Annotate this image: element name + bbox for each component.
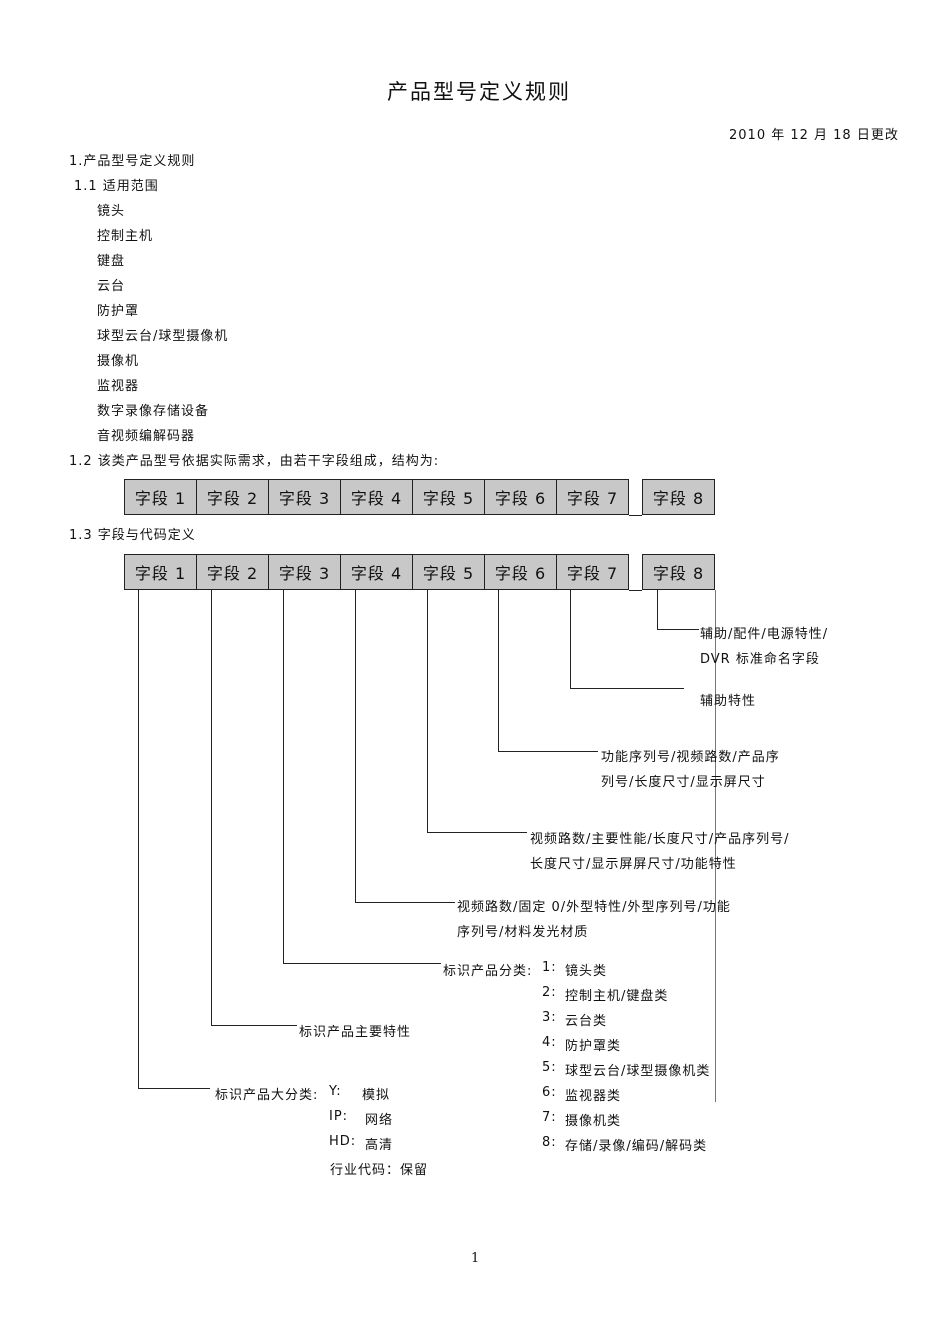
field-box: 字段 4 bbox=[340, 479, 412, 515]
category-code: 5: bbox=[542, 1060, 557, 1075]
field-1-description: 标识产品大分类: bbox=[215, 1088, 319, 1103]
field-2-leader bbox=[211, 590, 212, 1026]
field-box: 字段 7 bbox=[556, 554, 629, 590]
field-7-description: 辅助特性 bbox=[700, 694, 757, 709]
category-name: 防护罩类 bbox=[565, 1039, 622, 1054]
category-code: 8: bbox=[542, 1135, 557, 1150]
field-box: 字段 8 bbox=[642, 554, 715, 590]
field-2-leader bbox=[211, 1025, 297, 1026]
field-structure-row: 字段 1 字段 2 字段 3 字段 4 字段 5 字段 6 字段 7 bbox=[124, 479, 629, 515]
field-structure-row: 字段 1 字段 2 字段 3 字段 4 字段 5 字段 6 字段 7 bbox=[124, 554, 629, 590]
scope-item: 控制主机 bbox=[97, 229, 154, 244]
section-1-2-heading: 1.2 该类产品型号依据实际需求，由若干字段组成，结构为: bbox=[69, 454, 440, 469]
category-name: 镜头类 bbox=[565, 964, 608, 979]
page-number: 1 bbox=[471, 1251, 480, 1266]
field-5-description: 长度尺寸/显示屏屏尺寸/功能特性 bbox=[530, 857, 737, 872]
field-1-leader bbox=[138, 1088, 210, 1089]
field-connector bbox=[629, 515, 642, 516]
field-8-description: 辅助/配件/电源特性/ bbox=[700, 627, 829, 642]
major-class-code: IP: bbox=[329, 1109, 349, 1124]
field-8-leader bbox=[657, 590, 658, 630]
field-box: 字段 1 bbox=[124, 479, 196, 515]
field-7-leader bbox=[570, 688, 684, 689]
scope-item: 键盘 bbox=[97, 254, 126, 269]
field-6-leader bbox=[498, 590, 499, 752]
major-class-name: 网络 bbox=[365, 1113, 394, 1128]
field-box: 字段 1 bbox=[124, 554, 196, 590]
field-8-leader bbox=[657, 629, 699, 630]
scope-item: 音视频编解码器 bbox=[97, 429, 196, 444]
field-5-description: 视频路数/主要性能/长度尺寸/产品序列号/ bbox=[530, 832, 790, 847]
revision-date: 2010 年 12 月 18 日更改 bbox=[729, 128, 899, 143]
page-title: 产品型号定义规则 bbox=[387, 80, 571, 104]
scope-item: 数字录像存储设备 bbox=[97, 404, 210, 419]
field-box: 字段 6 bbox=[484, 554, 556, 590]
category-code: 1: bbox=[542, 960, 557, 975]
category-name: 云台类 bbox=[565, 1014, 608, 1029]
field-5-leader bbox=[427, 590, 428, 833]
field-box: 字段 5 bbox=[412, 554, 484, 590]
field-8-description: DVR 标准命名字段 bbox=[700, 652, 820, 667]
section-1-heading: 1.产品型号定义规则 bbox=[69, 154, 196, 169]
major-class-name: 行业代码：保留 bbox=[330, 1163, 429, 1178]
field-5-leader bbox=[427, 832, 527, 833]
field-4-description: 视频路数/固定 0/外型特性/外型序列号/功能 bbox=[457, 900, 731, 915]
field-box: 字段 7 bbox=[556, 479, 629, 515]
field-box: 字段 5 bbox=[412, 479, 484, 515]
field-3-leader bbox=[283, 963, 441, 964]
field-box: 字段 8 bbox=[642, 479, 715, 515]
category-code: 4: bbox=[542, 1035, 557, 1050]
category-name: 摄像机类 bbox=[565, 1114, 622, 1129]
field-structure-row: 字段 8 bbox=[642, 479, 715, 515]
field-box: 字段 2 bbox=[196, 479, 268, 515]
field-6-leader bbox=[498, 751, 598, 752]
scope-item: 球型云台/球型摄像机 bbox=[97, 329, 229, 344]
section-1-3-heading: 1.3 字段与代码定义 bbox=[69, 528, 196, 543]
field-box: 字段 3 bbox=[268, 479, 340, 515]
major-class-name: 模拟 bbox=[362, 1088, 391, 1103]
field-6-description: 功能序列号/视频路数/产品序 bbox=[601, 750, 780, 765]
scope-item: 云台 bbox=[97, 279, 126, 294]
scope-item: 监视器 bbox=[97, 379, 140, 394]
category-code: 7: bbox=[542, 1110, 557, 1125]
scope-item: 防护罩 bbox=[97, 304, 140, 319]
field-box: 字段 3 bbox=[268, 554, 340, 590]
category-bracket-line bbox=[715, 590, 716, 1102]
field-3-leader bbox=[283, 590, 284, 964]
major-class-code: HD: bbox=[329, 1134, 357, 1149]
scope-item: 摄像机 bbox=[97, 354, 140, 369]
field-structure-row: 字段 8 bbox=[642, 554, 715, 590]
category-name: 存储/录像/编码/解码类 bbox=[565, 1139, 708, 1154]
section-1-1-heading: 1.1 适用范围 bbox=[74, 179, 159, 194]
field-6-description: 列号/长度尺寸/显示屏尺寸 bbox=[601, 775, 766, 790]
category-name: 控制主机/键盘类 bbox=[565, 989, 669, 1004]
category-code: 2: bbox=[542, 985, 557, 1000]
field-3-description: 标识产品分类: bbox=[443, 964, 533, 979]
field-4-leader bbox=[355, 902, 455, 903]
field-box: 字段 2 bbox=[196, 554, 268, 590]
field-box: 字段 4 bbox=[340, 554, 412, 590]
category-code: 3: bbox=[542, 1010, 557, 1025]
field-connector bbox=[629, 590, 642, 591]
major-class-name: 高清 bbox=[365, 1138, 394, 1153]
scope-item: 镜头 bbox=[97, 204, 126, 219]
category-name: 球型云台/球型摄像机类 bbox=[565, 1064, 711, 1079]
field-1-leader bbox=[138, 590, 139, 1089]
field-4-description: 序列号/材料发光材质 bbox=[457, 925, 589, 940]
category-code: 6: bbox=[542, 1085, 557, 1100]
field-4-leader bbox=[355, 590, 356, 903]
category-name: 监视器类 bbox=[565, 1089, 622, 1104]
field-2-description: 标识产品主要特性 bbox=[299, 1025, 412, 1040]
field-box: 字段 6 bbox=[484, 479, 556, 515]
major-class-code: Y: bbox=[329, 1084, 342, 1099]
field-7-leader bbox=[570, 590, 571, 689]
